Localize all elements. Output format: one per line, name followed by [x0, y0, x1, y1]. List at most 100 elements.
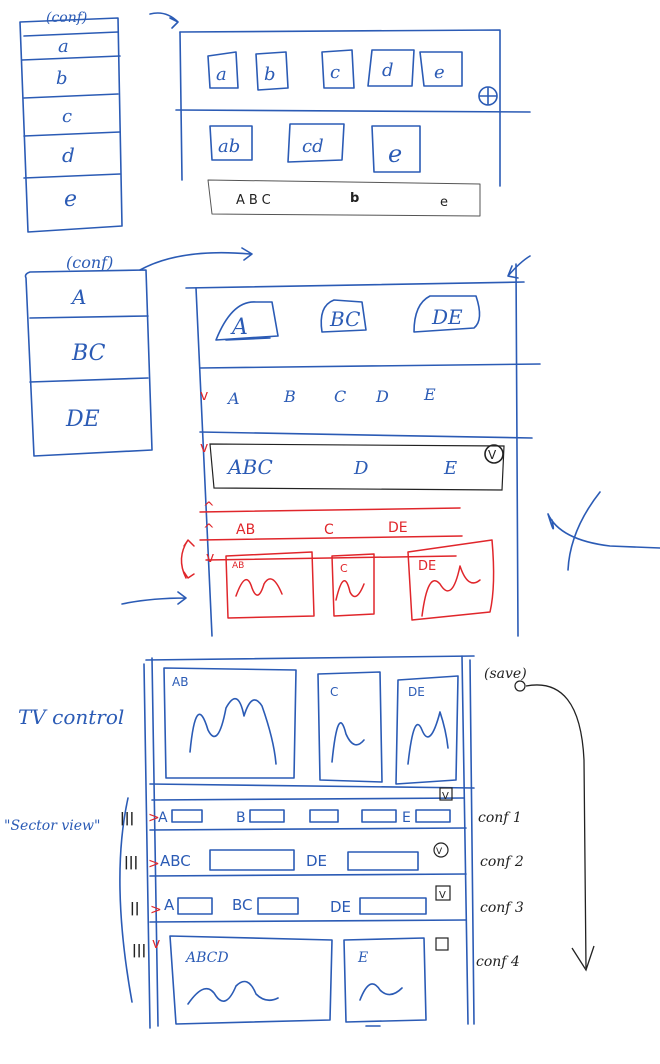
row-item: E — [402, 810, 411, 826]
row-check-mark: V — [442, 791, 449, 802]
reorder-icon[interactable] — [180, 539, 195, 579]
red-card-c[interactable] — [331, 553, 375, 617]
red-card-label: C — [340, 562, 348, 575]
red-card-de[interactable] — [407, 539, 495, 621]
bar-right: E — [443, 458, 457, 479]
red-card-ab[interactable] — [225, 551, 315, 619]
panel-1: a b c d e ab cd e ABC b e — [175, 29, 531, 217]
row-checkbox[interactable] — [435, 885, 451, 901]
drag-handle[interactable]: ||| — [132, 943, 146, 958]
bar-toggle[interactable]: v — [200, 440, 208, 456]
conf-list-item[interactable]: a — [58, 36, 69, 57]
row-letter: E — [423, 385, 436, 404]
save-handle[interactable] — [514, 680, 526, 692]
row-checkbox[interactable] — [433, 842, 449, 858]
conf-list-item[interactable]: e — [64, 187, 77, 212]
conf-list-item[interactable]: DE — [65, 407, 100, 432]
row-item: DE — [306, 852, 327, 870]
conf-row-4[interactable]: ||| v ABCD E conf 4 — [132, 935, 520, 1027]
chip-ab[interactable]: ab — [218, 136, 240, 157]
conf4-card-abcd[interactable] — [169, 935, 333, 1025]
tv-card-label: C — [330, 685, 338, 699]
conf-list-item[interactable]: A — [70, 285, 86, 309]
row-letter: B — [283, 387, 296, 406]
chip-BC[interactable]: BC — [329, 307, 360, 331]
row-caret[interactable]: v — [152, 936, 160, 952]
row-item: A — [164, 896, 175, 914]
row-letter: D — [375, 387, 389, 406]
check-mark: V — [488, 448, 497, 462]
preview-bar-1 — [207, 179, 481, 217]
chip-b[interactable]: b — [264, 64, 276, 85]
conf-row-2[interactable]: ||| > ABC DE V conf 2 — [124, 842, 524, 877]
drag-handle[interactable]: ||| — [124, 855, 138, 870]
section-1: (conf) a b c d e a b — [19, 10, 531, 233]
section-3: (save) TV control "Sector view" AB C DE … — [4, 655, 595, 1029]
red-toggle[interactable]: v — [206, 550, 214, 566]
caret-up[interactable]: ^ — [203, 500, 215, 516]
tv-card-ab[interactable] — [163, 667, 297, 779]
bar-left: ABC — [226, 455, 273, 479]
bar-left: ABC — [236, 193, 275, 208]
row-item: BC — [232, 896, 253, 914]
plus-icon[interactable] — [478, 86, 498, 106]
chip-a[interactable]: a — [216, 64, 227, 85]
row-item: DE — [330, 898, 351, 916]
conf4-card-e[interactable] — [343, 937, 427, 1023]
bar-mid: D — [353, 458, 369, 479]
row-letter: C — [334, 387, 346, 406]
conf4-card-label: E — [357, 950, 368, 966]
save-label[interactable]: (save) — [484, 666, 527, 682]
tv-card-label: AB — [172, 675, 188, 689]
preview-bar-2 — [209, 443, 505, 491]
row-item: B — [236, 810, 246, 826]
red-row-item: DE — [388, 520, 408, 536]
chip-e[interactable]: e — [434, 62, 445, 83]
row-checkbox[interactable] — [439, 787, 453, 801]
conf-row-label: conf 3 — [480, 900, 524, 916]
sector-view-label: "Sector view" — [4, 818, 100, 834]
red-row-item: AB — [236, 522, 255, 538]
tv-control-label: TV control — [18, 705, 124, 729]
conf-row-label: conf 1 — [478, 810, 522, 826]
tv-card-de[interactable] — [395, 675, 459, 785]
conf-list-item[interactable]: BC — [71, 341, 106, 366]
section-2: (conf) A BC DE A BC DE v — [24, 247, 660, 637]
bar-right: e — [440, 195, 448, 210]
conf-list-item[interactable]: b — [56, 68, 68, 89]
conf-row-label: conf 2 — [480, 854, 524, 870]
check-icon[interactable] — [484, 444, 504, 464]
row-letter: A — [226, 389, 240, 408]
chip-cd[interactable]: cd — [302, 136, 324, 157]
row-check-mark: V — [439, 890, 446, 901]
drag-handle[interactable]: || — [130, 901, 140, 916]
row-check-mark: V — [436, 847, 443, 857]
row-caret[interactable]: > — [148, 856, 160, 872]
red-card-label: AB — [232, 561, 244, 571]
row-item: A — [158, 810, 168, 826]
red-card-label: DE — [418, 559, 436, 574]
row-caret[interactable]: > — [150, 902, 162, 918]
drag-handle[interactable]: ||| — [120, 811, 134, 826]
chip-e2[interactable]: e — [388, 140, 402, 168]
bar-mid: b — [350, 191, 359, 206]
conf-row-label: conf 4 — [476, 954, 520, 970]
caret-up[interactable]: ^ — [203, 522, 215, 538]
row-checkbox[interactable] — [435, 937, 449, 951]
chip-A[interactable]: A — [230, 315, 248, 340]
conf-row-1[interactable]: ||| > A B E V conf 1 — [120, 787, 522, 831]
chip-DE[interactable]: DE — [431, 305, 463, 329]
row-item: ABC — [160, 852, 191, 870]
chip-d[interactable]: d — [382, 60, 394, 81]
conf4-card-label: ABCD — [184, 950, 229, 966]
red-row-item: C — [324, 522, 334, 538]
conf-list-1: a b c d e — [19, 17, 123, 233]
conf-list-item[interactable]: d — [62, 143, 75, 167]
conf-list-item[interactable]: c — [62, 106, 72, 127]
conf-title-1: (conf) — [46, 10, 87, 26]
chip-c[interactable]: c — [330, 62, 340, 83]
tv-card-c[interactable] — [317, 671, 383, 783]
row-caret[interactable]: > — [148, 810, 160, 826]
conf-row-3[interactable]: || > A BC DE V conf 3 — [130, 885, 524, 923]
row-toggle[interactable]: v — [200, 388, 208, 404]
